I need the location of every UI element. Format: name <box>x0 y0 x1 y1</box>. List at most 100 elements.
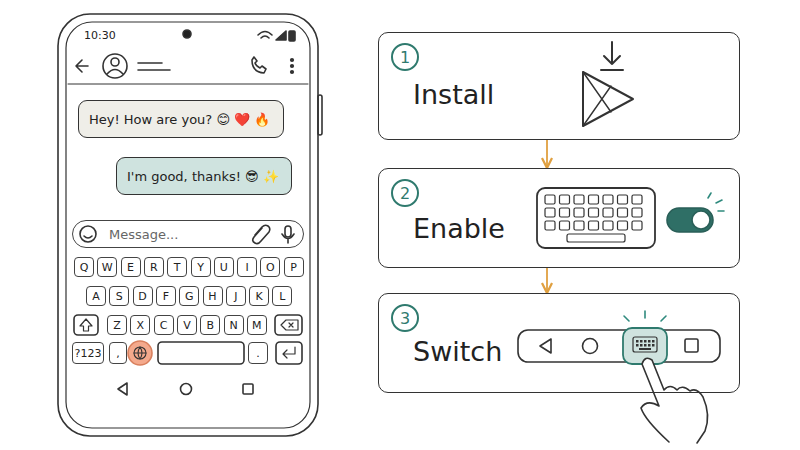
nav-bar <box>518 330 720 362</box>
key-label: X <box>137 319 145 332</box>
keyboard-icon-key <box>589 221 599 230</box>
keyboard-icon-key <box>560 221 570 230</box>
step-box: 1Install <box>378 32 740 140</box>
camera <box>183 30 191 38</box>
shift-key <box>74 315 98 335</box>
keyboard-key: T <box>167 257 187 277</box>
keyboard-key: N <box>224 315 244 335</box>
chat-bubble: I'm good, thanks! 😎 ✨ <box>116 157 292 195</box>
key-label: Y <box>197 261 204 274</box>
toggle-switch <box>667 208 713 232</box>
keyboard-key: A <box>86 286 106 306</box>
key-label: L <box>279 290 285 303</box>
step-title: Switch <box>413 336 502 367</box>
key-label: F <box>163 290 169 303</box>
keyboard-icon-key <box>632 195 642 204</box>
backspace-key <box>275 315 302 335</box>
back-arrow <box>76 60 88 72</box>
enter-icon <box>283 347 295 358</box>
keyboard-key: Y <box>191 257 211 277</box>
keyboard-icon-key <box>618 195 628 204</box>
mini-keyboard <box>633 337 657 352</box>
toggle-rays <box>708 193 724 211</box>
step-arrow <box>546 140 548 168</box>
keyboard-icon-key <box>545 208 555 217</box>
keyboard-icon-space <box>567 234 625 242</box>
key-label: B <box>206 319 214 332</box>
keyboard-key: M <box>247 315 267 335</box>
key-label: D <box>138 290 146 303</box>
header-divider <box>68 84 308 85</box>
keyboard-icon-key <box>632 221 642 230</box>
keyboard-icon-key <box>632 208 642 217</box>
keyboard-key: Z <box>107 315 127 335</box>
mini-keyboard-key <box>644 344 647 347</box>
step-number: 2 <box>391 179 419 207</box>
attach-icon <box>253 225 270 243</box>
keyboard-key: B <box>200 315 220 335</box>
step-title: Install <box>413 79 494 110</box>
keyboard-icon-key <box>589 195 599 204</box>
key-label: Q <box>80 261 89 274</box>
keyboard-key: Q <box>74 257 94 277</box>
backspace-icon <box>281 320 298 330</box>
mini-keyboard-key <box>652 344 655 347</box>
message-input: Message... <box>72 220 304 248</box>
call-icon <box>252 57 266 73</box>
step-box: 3Switch <box>378 293 740 393</box>
keyboard-icon-key <box>618 208 628 217</box>
keyboard-key: E <box>121 257 141 277</box>
globe-key <box>128 341 152 365</box>
play-store-lines <box>583 72 611 126</box>
keyboard-icon-key <box>603 221 613 230</box>
wifi-icon <box>258 32 272 39</box>
keyboard-key: I <box>237 257 257 277</box>
keyboard-key: G <box>179 286 199 306</box>
side-button <box>318 95 322 135</box>
download-icon <box>601 42 623 70</box>
keyboard-icon-key <box>603 195 613 204</box>
menu-dot <box>291 71 294 74</box>
menu-dot <box>291 65 294 68</box>
keyboard-key: R <box>144 257 164 277</box>
keyboard-icon-key <box>545 195 555 204</box>
key-label: V <box>183 319 191 332</box>
nav-recents <box>243 384 253 394</box>
keyboard-icon-key <box>574 221 584 230</box>
mini-keyboard-key <box>652 340 655 343</box>
keyboard-icon-key <box>574 195 584 204</box>
pointing-hand <box>641 358 708 443</box>
key-label: S <box>116 290 123 303</box>
key-label: U <box>220 261 228 274</box>
emoji-smile <box>84 236 92 238</box>
keyboard-key: U <box>214 257 234 277</box>
key-label: T <box>174 261 181 274</box>
input-placeholder: Message... <box>109 227 178 242</box>
keyboard-key: J <box>226 286 246 306</box>
status-time: 10:30 <box>84 29 116 42</box>
mini-keyboard-key <box>636 344 639 347</box>
mini-keyboard-key <box>648 344 651 347</box>
key-label: E <box>127 261 134 274</box>
step-number: 3 <box>391 304 419 332</box>
key-label: G <box>185 290 194 303</box>
avatar-head <box>111 58 119 66</box>
mini-keyboard-key <box>640 344 643 347</box>
key-label: A <box>92 290 100 303</box>
play-store-icon <box>583 72 633 126</box>
keyboard-key: O <box>260 257 280 277</box>
battery-icon <box>289 31 295 41</box>
avatar-body <box>107 70 123 75</box>
keyboard-key: . <box>248 342 268 364</box>
message-text: Hey! How are you? 😊 ❤️ 🔥 <box>89 112 270 127</box>
contact-name-lines <box>138 63 170 70</box>
key-label: M <box>252 319 262 332</box>
key-label: N <box>229 319 237 332</box>
nav-recents <box>685 339 698 352</box>
keyboard-key: W <box>97 257 117 277</box>
key-label: O <box>266 261 275 274</box>
mic-stand <box>282 234 294 243</box>
keyboard-icon-key <box>560 195 570 204</box>
keyboard-key: P <box>284 257 304 277</box>
